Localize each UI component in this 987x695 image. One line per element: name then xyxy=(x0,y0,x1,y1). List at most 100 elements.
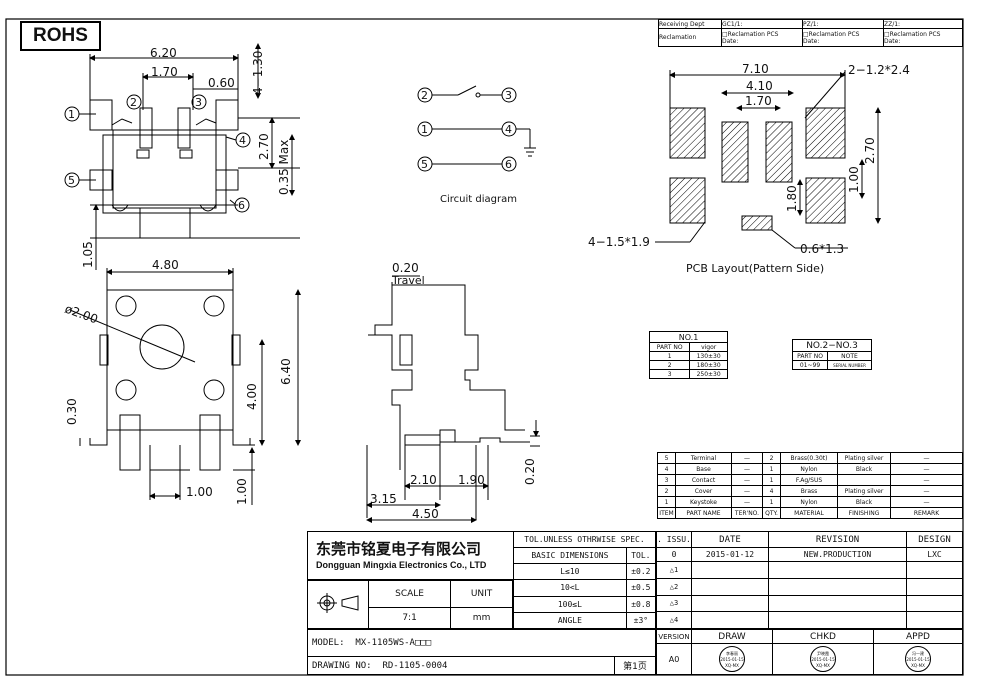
pcb-dim-1-70: 1.70 xyxy=(745,94,772,108)
table-cell: — xyxy=(731,463,763,475)
design-header: DESIGN xyxy=(906,531,963,548)
dim-0-60: 0.60 xyxy=(208,76,235,90)
revision-header: REVISION xyxy=(768,531,907,548)
table-cell: 1 xyxy=(762,463,781,475)
table-cell: — xyxy=(890,452,963,464)
table-cell: 10<L xyxy=(513,579,627,597)
circuit-diagram xyxy=(417,85,536,172)
bom-header: FINISHING xyxy=(837,507,891,519)
table-cell: Plating silver xyxy=(837,485,891,497)
tol-col-header: TOL. xyxy=(625,547,657,564)
circuit-node-3: 3 xyxy=(505,89,512,102)
no1-title: NO.1 xyxy=(649,331,728,343)
model-drawing-table: MODEL: MX-1105WS-A□□□ DRAWING NO: RD-110… xyxy=(307,629,656,675)
revision-table: . ISSU. DATE REVISION DESIGN 0 2015-01-1… xyxy=(656,531,963,629)
table-cell: 3 xyxy=(648,369,691,379)
circuit-node-6: 6 xyxy=(505,158,512,171)
pin-6-label: 6 xyxy=(238,199,245,212)
table-cell: Nylon xyxy=(780,463,838,475)
unit-value: mm xyxy=(450,607,513,629)
triangle-1: △1 xyxy=(656,561,692,579)
top-view xyxy=(69,268,301,505)
side-view xyxy=(366,275,540,523)
pcb-dim-1-00: 1.00 xyxy=(847,166,861,193)
version-value: A0 xyxy=(656,643,692,675)
no2-title: NO.2−NO.3 xyxy=(792,339,872,352)
dim-4-1-30: 4−1.30 xyxy=(251,51,265,95)
top-dim-1-00-h: 1.00 xyxy=(235,478,249,505)
dim-2-70: 2.70 xyxy=(257,133,271,160)
pin-1-label: 1 xyxy=(68,108,75,121)
table-cell: — xyxy=(731,474,763,486)
table-cell: — xyxy=(731,485,763,497)
drawing-value: RD-1105-0004 xyxy=(382,660,448,671)
top-dim-4-80: 4.80 xyxy=(152,258,179,272)
table-cell: ±0.2 xyxy=(625,562,657,581)
pin-2-label: 2 xyxy=(130,96,137,109)
bom-header: TER'NO. xyxy=(731,507,763,519)
table-cell: ±0.5 xyxy=(625,579,657,597)
company-name-en: Dongguan Mingxia Electronics Co., LTD xyxy=(316,560,487,570)
table-cell xyxy=(837,474,891,486)
top-dim-diameter: ø2.00 xyxy=(63,302,100,327)
no1-header-vigor: vigor xyxy=(689,342,728,352)
model-value: MX-1105WS-A□□□ xyxy=(355,638,432,648)
triangle-2: △2 xyxy=(656,577,692,596)
date-value: 2015-01-12 xyxy=(691,547,769,562)
side-travel-label: Travel xyxy=(391,274,425,287)
projection-icon xyxy=(317,593,359,613)
version-header: VERSION xyxy=(656,629,692,644)
table-cell: 1 xyxy=(648,351,691,361)
issu-value: 0 xyxy=(656,547,692,562)
no2-header-part: PART NO xyxy=(791,351,829,361)
table-cell: 01~99 xyxy=(791,360,829,370)
receiving-header-table: Receiving Dept GC1/1: PZ/1: ZZ/1: Reclam… xyxy=(658,19,963,47)
circuit-node-5: 5 xyxy=(421,158,428,171)
table-cell: ±3° xyxy=(625,611,657,630)
table-cell: Contact xyxy=(675,474,732,486)
pin-5-label: 5 xyxy=(68,174,75,187)
company-name-cn: 东莞市铭夏电子有限公司 xyxy=(316,540,482,558)
table-cell: — xyxy=(890,496,963,508)
table-cell: Base xyxy=(675,463,732,475)
table-cell: — xyxy=(731,496,763,508)
pcb-pad-dim: 4−1.5*1.9 xyxy=(588,235,650,249)
reclamation-label: Reclamation xyxy=(658,28,722,47)
table-cell: Terminal xyxy=(675,452,732,464)
zz-label: ZZ/1: xyxy=(883,19,963,29)
rohs-label: ROHS xyxy=(20,21,101,51)
drawing-row: DRAWING NO: RD-1105-0004 xyxy=(307,656,615,675)
side-dim-4-50: 4.50 xyxy=(412,507,439,521)
side-dim-0-20: 0.20 xyxy=(523,458,537,485)
bom-header: MATERIAL xyxy=(780,507,838,519)
company-block: 东莞市铭夏电子有限公司 Dongguan Mingxia Electronics… xyxy=(307,531,514,581)
top-dim-0-30: 0.30 xyxy=(65,398,79,425)
issu-header: . ISSU. xyxy=(656,531,692,548)
table-cell: 5 xyxy=(657,452,676,464)
circuit-node-1: 1 xyxy=(421,123,428,136)
side-dim-1-90: 1.90 xyxy=(458,473,485,487)
table-cell: 4 xyxy=(657,463,676,475)
top-dim-1-00-w: 1.00 xyxy=(186,485,213,499)
draw-header: DRAW xyxy=(691,629,773,644)
projection-symbol xyxy=(307,579,369,629)
appd-header: APPD xyxy=(873,629,963,644)
circuit-node-4: 4 xyxy=(505,123,512,136)
revision-value: NEW.PRODUCTION xyxy=(768,547,907,562)
table-cell: 1 xyxy=(762,474,781,486)
table-cell: 3 xyxy=(657,474,676,486)
no1-header-part: PART NO xyxy=(648,342,691,352)
table-cell: L≤10 xyxy=(513,562,627,581)
table-cell: — xyxy=(890,474,963,486)
top-dim-6-40: 6.40 xyxy=(279,358,293,385)
sheet-border xyxy=(5,18,964,676)
date-header: DATE xyxy=(691,531,769,548)
table-cell: — xyxy=(890,463,963,475)
table-cell: 250±30 xyxy=(689,369,728,379)
scale-label: SCALE xyxy=(367,579,452,608)
